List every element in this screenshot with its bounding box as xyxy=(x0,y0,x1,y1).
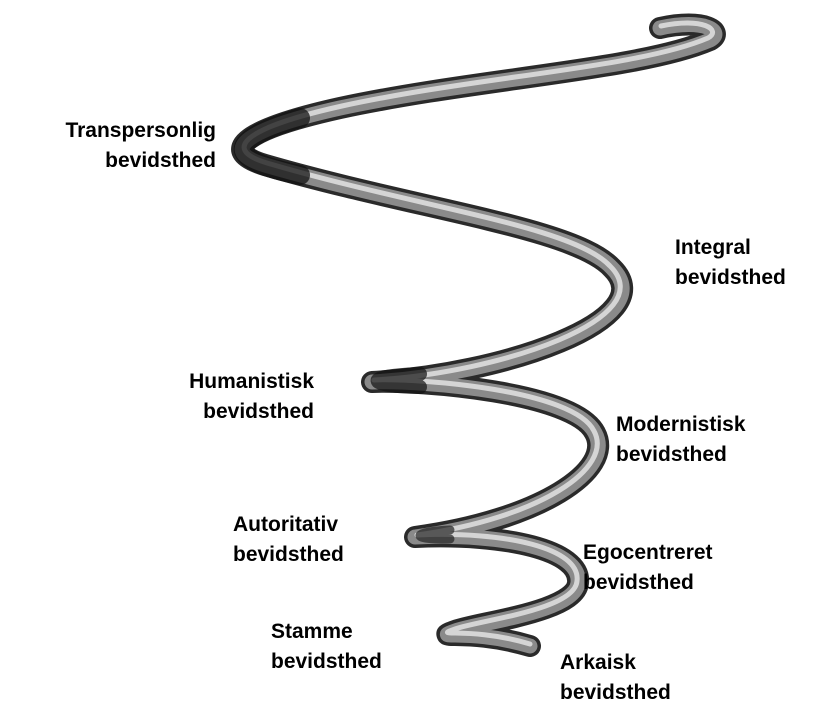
label-egocentreret: Egocentreret bevidsthed xyxy=(583,538,713,598)
label-humanistisk-line1: Humanistisk xyxy=(140,367,314,397)
label-transpersonlig-line1: Transpersonlig xyxy=(10,116,216,146)
label-stamme-line2: bevidsthed xyxy=(271,647,382,677)
label-integral: Integral bevidsthed xyxy=(675,233,786,293)
label-modernistisk-line2: bevidsthed xyxy=(616,440,746,470)
label-modernistisk: Modernistisk bevidsthed xyxy=(616,410,746,470)
label-egocentreret-line2: bevidsthed xyxy=(583,568,713,598)
label-transpersonlig: Transpersonlig bevidsthed xyxy=(10,116,216,176)
label-egocentreret-line1: Egocentreret xyxy=(583,538,713,568)
spiral-bend-shadow-top xyxy=(244,118,300,175)
spiral-bend-shadow-low xyxy=(420,530,450,539)
label-transpersonlig-line2: bevidsthed xyxy=(10,146,216,176)
label-arkaisk: Arkaisk bevidsthed xyxy=(560,648,671,708)
label-autoritativ: Autoritativ bevidsthed xyxy=(233,510,344,570)
label-humanistisk: Humanistisk bevidsthed xyxy=(140,367,314,427)
label-integral-line1: Integral xyxy=(675,233,786,263)
label-autoritativ-line1: Autoritativ xyxy=(233,510,344,540)
label-integral-line2: bevidsthed xyxy=(675,263,786,293)
label-autoritativ-line2: bevidsthed xyxy=(233,540,344,570)
label-humanistisk-line2: bevidsthed xyxy=(140,397,314,427)
label-arkaisk-line2: bevidsthed xyxy=(560,678,671,708)
label-modernistisk-line1: Modernistisk xyxy=(616,410,746,440)
label-stamme-line1: Stamme xyxy=(271,617,382,647)
label-arkaisk-line1: Arkaisk xyxy=(560,648,671,678)
spiral-bend-shadow-mid xyxy=(378,374,420,387)
label-stamme: Stamme bevidsthed xyxy=(271,617,382,677)
